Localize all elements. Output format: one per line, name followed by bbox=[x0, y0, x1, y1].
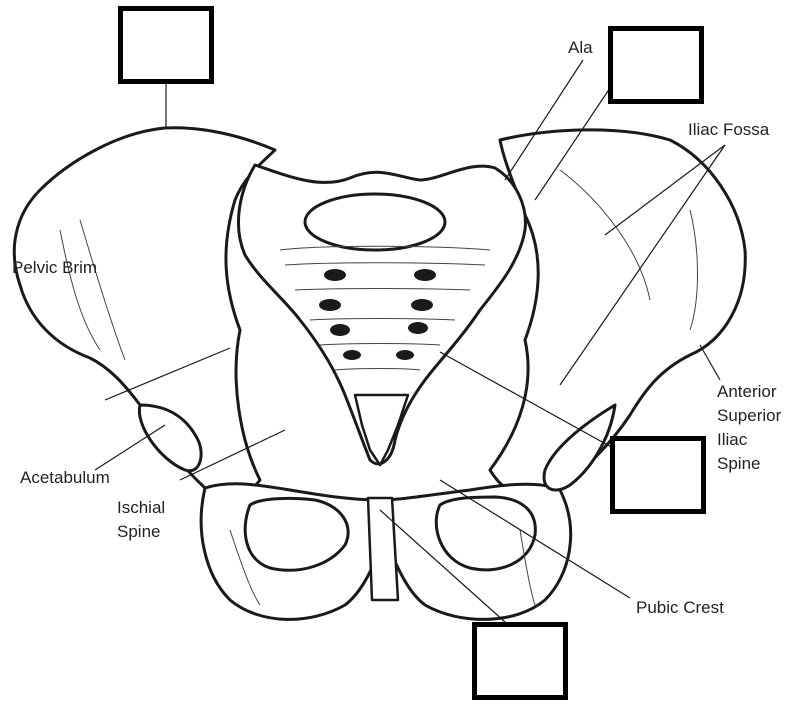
label-asis-line-2: Superior bbox=[717, 404, 781, 428]
answer-box-bottom[interactable] bbox=[472, 622, 568, 700]
label-asis-line-4: Spine bbox=[717, 452, 781, 476]
left-ilium bbox=[14, 128, 275, 499]
label-asis-line-1: Anterior bbox=[717, 380, 781, 404]
label-iliac-fossa: Iliac Fossa bbox=[688, 118, 769, 142]
label-acetabulum: Acetabulum bbox=[20, 466, 110, 490]
label-ala: Ala bbox=[568, 36, 593, 60]
label-ischial-spine-line-1: Ischial bbox=[117, 496, 165, 520]
answer-box-ala[interactable] bbox=[608, 26, 704, 104]
pelvis-illustration bbox=[14, 128, 745, 620]
label-asis-line-3: Iliac bbox=[717, 428, 781, 452]
label-pelvic-brim: Pelvic Brim bbox=[12, 256, 97, 280]
coccyx bbox=[355, 395, 408, 465]
answer-box-top[interactable] bbox=[118, 6, 214, 84]
leader-asis bbox=[700, 345, 720, 380]
label-ischial-spine: Ischial Spine bbox=[117, 496, 165, 544]
label-asis: Anterior Superior Iliac Spine bbox=[717, 380, 781, 476]
answer-box-sacrum[interactable] bbox=[610, 436, 706, 514]
label-ischial-spine-line-2: Spine bbox=[117, 520, 165, 544]
label-pubic-crest: Pubic Crest bbox=[636, 596, 724, 620]
sacral-promontory bbox=[305, 194, 445, 250]
